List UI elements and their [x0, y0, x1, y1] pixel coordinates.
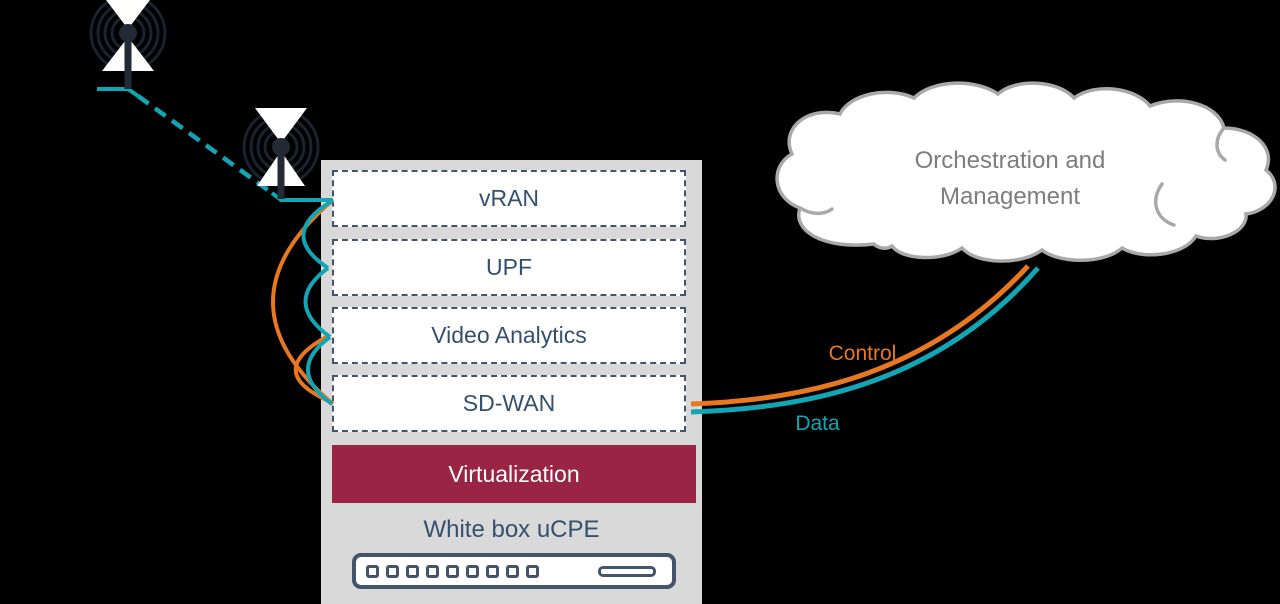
chassis-port — [426, 564, 439, 578]
virtualization-label: Virtualization — [448, 460, 580, 487]
cloud-title-line1: Orchestration and — [914, 147, 1106, 174]
chassis-port — [446, 564, 459, 578]
chassis-port — [506, 564, 519, 578]
vnf-layer-sdwan: SD-WAN — [332, 375, 686, 432]
control-link-to-cloud — [690, 264, 1030, 407]
vnf-label-video-analytics: Video Analytics — [431, 322, 587, 348]
vnf-label-upf: UPF — [486, 254, 532, 280]
wireless-link-segment-1 — [97, 87, 140, 98]
cloud-title: Orchestration and Management — [875, 143, 1145, 215]
wireless-link-dashed — [136, 94, 274, 195]
ucpe-box: vRAN UPF Video Analytics SD-WAN Virtuali… — [321, 160, 702, 604]
cloud-title-line2: Management — [939, 183, 1081, 210]
chassis-port — [386, 564, 399, 578]
chassis-port — [486, 564, 499, 578]
vnf-layer-video-analytics: Video Analytics — [332, 307, 686, 364]
ucpe-title: White box uCPE — [423, 516, 600, 543]
control-link-label: Control — [828, 342, 897, 365]
virtualization-bar: Virtualization — [332, 445, 696, 503]
chassis-slot — [598, 565, 656, 577]
chassis-port — [466, 564, 479, 578]
radio-antenna-icon — [89, 0, 167, 89]
radio-antenna-icon — [242, 108, 320, 199]
data-link-label: Data — [795, 412, 840, 435]
chassis-port — [366, 564, 379, 578]
chassis-port — [406, 564, 419, 578]
vnf-layer-vran: vRAN — [332, 170, 686, 227]
data-link-to-cloud — [690, 266, 1040, 415]
vnf-label-sdwan: SD-WAN — [462, 390, 556, 416]
ucpe-chassis-icon — [352, 553, 676, 589]
vnf-label-vran: vRAN — [478, 185, 540, 211]
vnf-layer-upf: UPF — [332, 239, 686, 296]
chassis-port — [526, 564, 539, 578]
